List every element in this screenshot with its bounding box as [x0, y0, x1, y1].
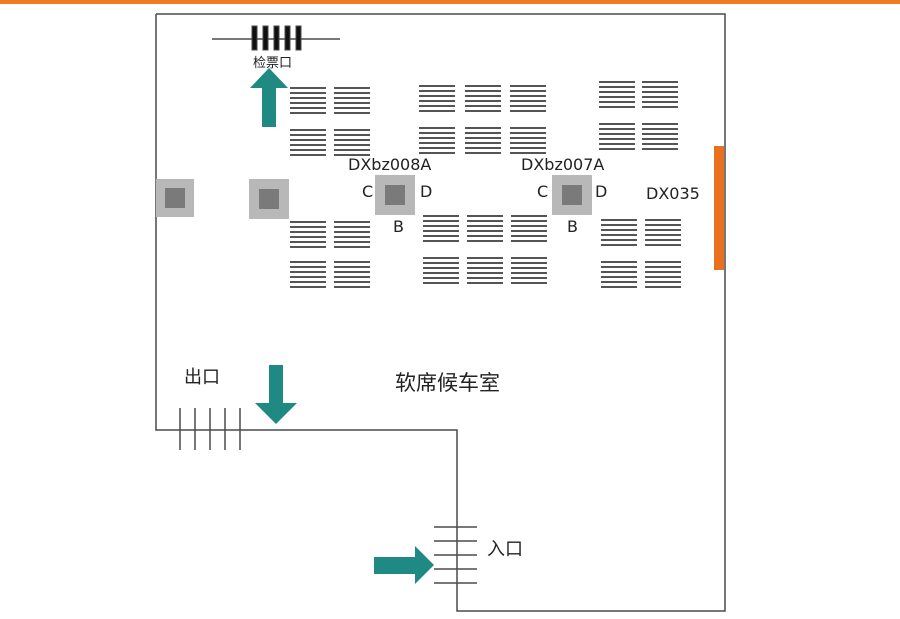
bench-group: [290, 129, 326, 156]
pillar-label-dxbz007a: DXbz007A: [521, 155, 605, 174]
bench-group: [642, 81, 678, 108]
bench-group: [465, 127, 501, 154]
bench-group: [601, 261, 637, 288]
room-name-label: 软席候车室: [395, 371, 500, 395]
pillar-label-dxbz008a: DXbz008A: [348, 155, 432, 174]
wall-outline: [155, 13, 726, 612]
bench-group: [423, 215, 459, 242]
bench-group: [334, 87, 370, 114]
bench-group: [645, 261, 681, 288]
pillar-side-d: D: [595, 182, 608, 201]
bench-group: [601, 219, 637, 246]
exit-gate: [179, 408, 241, 450]
pillars: [156, 175, 592, 219]
pillar: [156, 179, 194, 217]
bench-group: [510, 85, 546, 112]
bench-group: [510, 127, 546, 154]
pillar-side-b: B: [567, 217, 578, 236]
ticket-gate-barrier: [251, 25, 258, 51]
ticket-gate-label: 检票口: [253, 56, 293, 71]
ticket-gate: [212, 25, 340, 51]
bench-group: [599, 123, 635, 150]
ticket-gate-barrier: [273, 25, 280, 51]
pillar-side-d: D: [420, 182, 433, 201]
entrance-label: 入口: [487, 539, 523, 560]
arrow-down-icon: [255, 365, 297, 424]
bench-group: [511, 215, 547, 242]
bench-group: [645, 219, 681, 246]
pillar-side-c: C: [362, 182, 374, 201]
pillar: [249, 179, 289, 219]
arrow-right-icon: [374, 546, 434, 584]
bench-group: [419, 85, 455, 112]
pillar-dxbz007a: [552, 175, 592, 215]
exit-label: 出口: [184, 367, 220, 388]
bench-group: [467, 215, 503, 242]
bench-group: [642, 123, 678, 150]
pillar-dxbz008a: [375, 175, 415, 215]
bench-group: [599, 81, 635, 108]
bench-group: [290, 261, 326, 288]
bench-group: [334, 261, 370, 288]
ticket-gate-barrier: [295, 25, 302, 51]
bench-group: [290, 87, 326, 114]
ticket-gate-barrier: [284, 25, 291, 51]
pillar-side-c: C: [537, 182, 549, 201]
pillar-side-b: B: [393, 217, 404, 236]
header-bar: [0, 0, 900, 4]
bench-group: [423, 257, 459, 284]
bench-group: [419, 127, 455, 154]
door-label-dx035: DX035: [646, 184, 700, 203]
room-walls: [155, 13, 726, 612]
bench-group: [334, 129, 370, 156]
arrow-up-icon: [250, 68, 288, 127]
bench-group: [334, 221, 370, 248]
ticket-gate-barrier: [262, 25, 269, 51]
entrance-gate: [434, 526, 477, 584]
bench-group: [511, 257, 547, 284]
door-dx035-marker: [714, 146, 724, 270]
bench-rows: [290, 81, 681, 288]
bench-group: [465, 85, 501, 112]
arrows: [250, 68, 434, 584]
bench-group: [290, 221, 326, 248]
bench-group: [467, 257, 503, 284]
